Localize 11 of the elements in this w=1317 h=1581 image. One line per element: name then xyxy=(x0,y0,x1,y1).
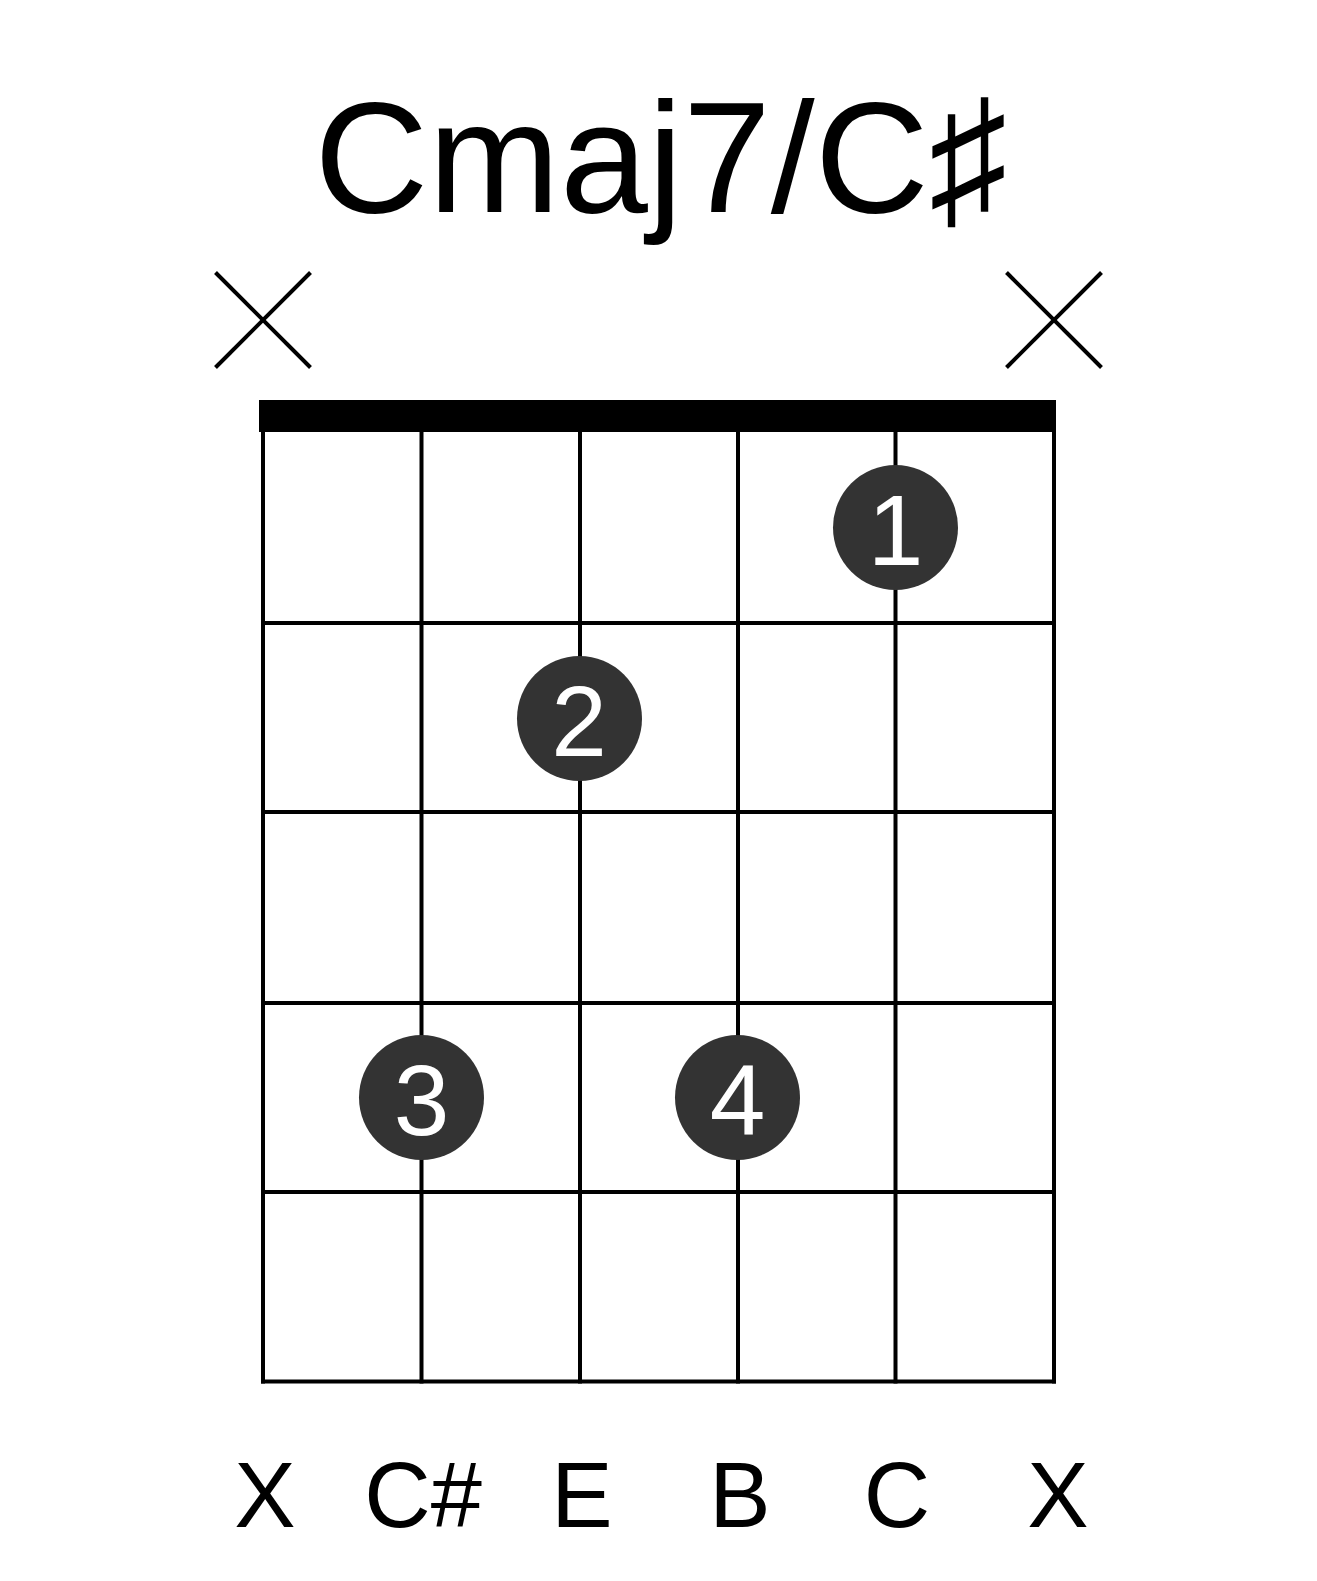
note-name-label: B xyxy=(709,1449,771,1541)
note-name-label: C# xyxy=(364,1449,482,1541)
note-name-label: C xyxy=(863,1449,931,1541)
note-name-label: X xyxy=(234,1449,296,1541)
finger-number-dot: 2 xyxy=(516,655,642,781)
note-name-label: X xyxy=(1027,1449,1089,1541)
note-name-label: E xyxy=(551,1449,613,1541)
finger-number-dot: 3 xyxy=(359,1034,484,1160)
finger-number-dot: 4 xyxy=(675,1034,800,1160)
finger-number-dot: 1 xyxy=(833,464,958,590)
chord-title: Cmaj7/C♯ xyxy=(313,68,1009,247)
